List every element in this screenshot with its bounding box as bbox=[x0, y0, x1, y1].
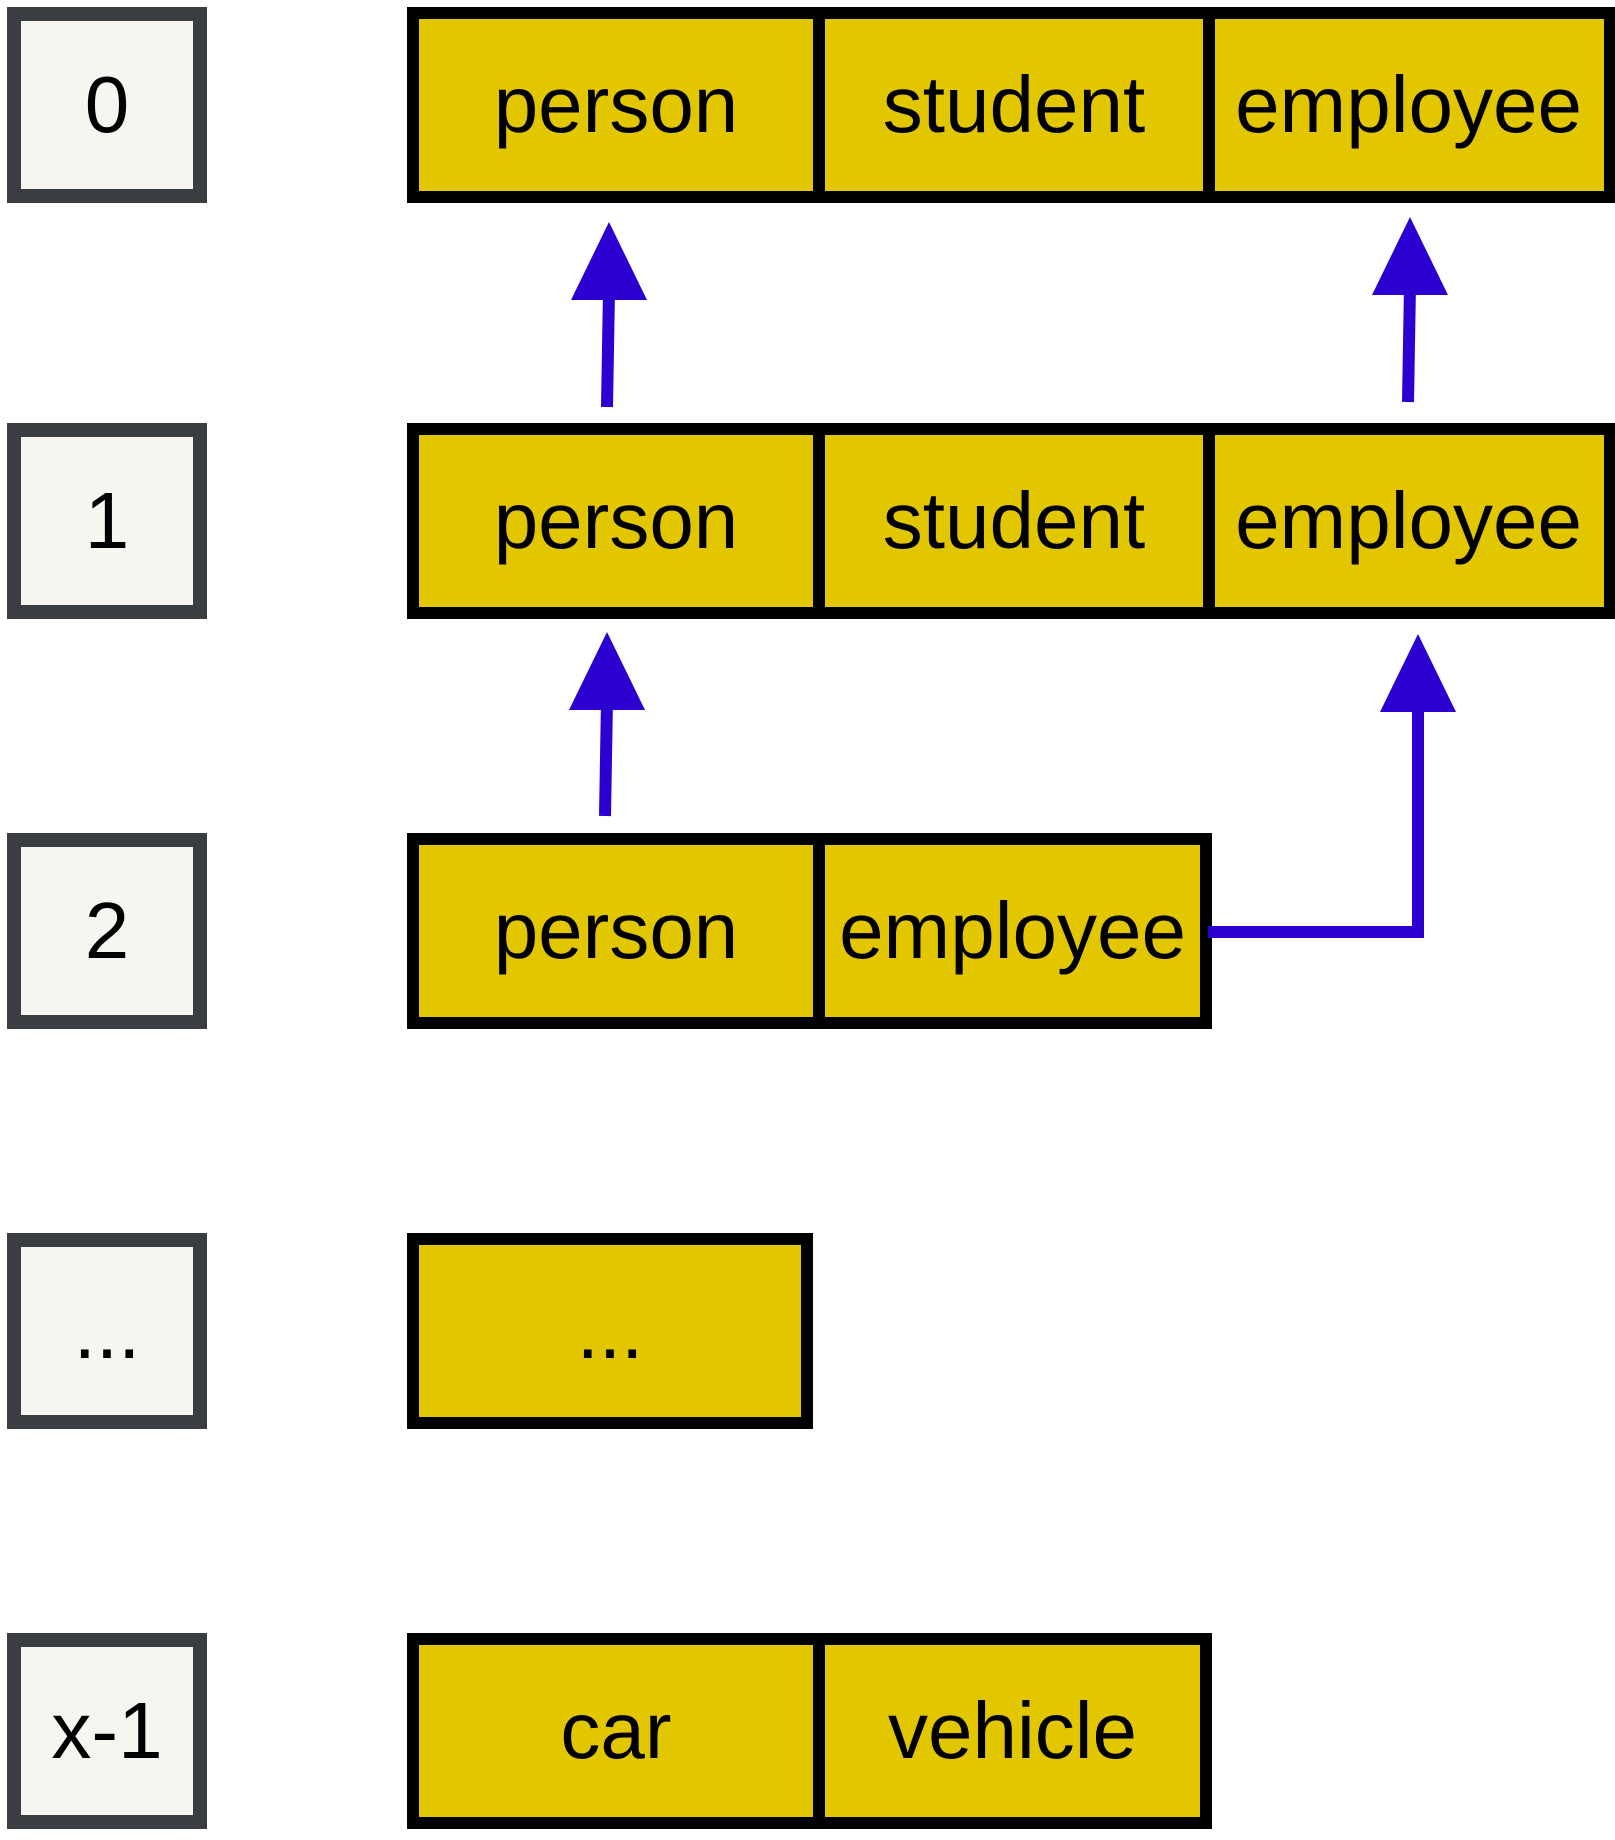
index-box-x-1: x-1 bbox=[7, 1633, 207, 1829]
arrow-row1-person-to-row0 bbox=[571, 222, 647, 408]
bucket-x-1-cell-1: vehicle bbox=[813, 1645, 1200, 1817]
arrow-row1-employee-to-row0 bbox=[1372, 217, 1448, 403]
index-label-x-1: x-1 bbox=[51, 1686, 163, 1775]
bucket-row-0: person student employee bbox=[407, 7, 1615, 203]
bucket-row-ellipsis: ... bbox=[407, 1233, 813, 1429]
bucket-2-cell-1: employee bbox=[813, 845, 1200, 1017]
bucket-1-cell-1: student bbox=[813, 435, 1203, 607]
bucket-row-2: person employee bbox=[407, 833, 1212, 1029]
bucket-ellipsis-cell-0: ... bbox=[576, 1286, 644, 1375]
index-label-0: 0 bbox=[84, 60, 130, 149]
bucket-0-cell-0: person bbox=[493, 60, 739, 149]
index-label-ellipsis: ... bbox=[73, 1286, 141, 1375]
bucket-x-1-cell-0: car bbox=[560, 1686, 672, 1775]
index-box-1: 1 bbox=[7, 423, 207, 619]
index-label-1: 1 bbox=[84, 476, 130, 565]
bucket-2-cell-0: person bbox=[493, 886, 739, 975]
arrow-row2-employee-to-row1 bbox=[1208, 634, 1456, 938]
bucket-0-cell-2: employee bbox=[1203, 19, 1602, 191]
arrow-head-up bbox=[571, 222, 647, 300]
bucket-0-cell-1: student bbox=[813, 19, 1203, 191]
index-label-2: 2 bbox=[84, 886, 130, 975]
index-box-ellipsis: ... bbox=[7, 1233, 207, 1429]
arrow-row2-person-to-row1 bbox=[569, 632, 645, 817]
bucket-1-cell-2: employee bbox=[1203, 435, 1602, 607]
arrow-head-up bbox=[569, 632, 645, 710]
arrow-head-up bbox=[1380, 634, 1456, 712]
index-box-2: 2 bbox=[7, 833, 207, 1029]
bucket-1-cell-0: person bbox=[493, 476, 739, 565]
bucket-row-1: person student employee bbox=[407, 423, 1615, 619]
arrow-head-up bbox=[1372, 217, 1448, 295]
index-box-0: 0 bbox=[7, 7, 207, 203]
bucket-row-x-1: car vehicle bbox=[407, 1633, 1212, 1829]
